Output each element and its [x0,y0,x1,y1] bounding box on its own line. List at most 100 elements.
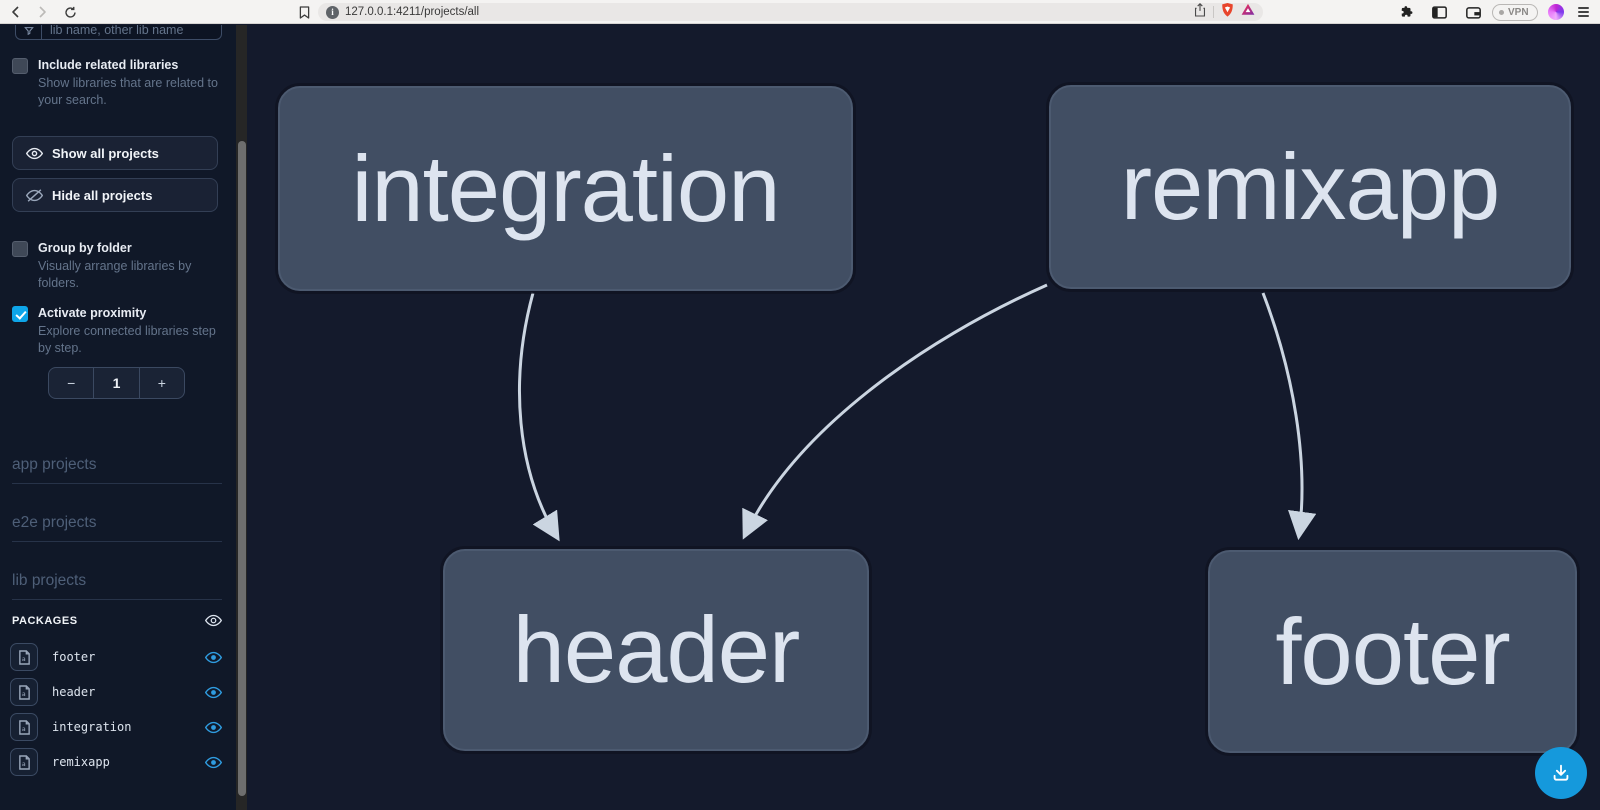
forward-icon [34,4,50,20]
package-row-remixapp: a remixapp [10,748,222,776]
edge-remixapp-header [742,283,1048,540]
site-info-icon[interactable]: i [326,5,339,19]
toggle-all-packages-eye-icon[interactable] [205,614,222,627]
brave-shield-icon[interactable] [1221,2,1234,22]
visibility-eye-icon[interactable] [205,721,222,734]
profile-swirl-icon [1548,4,1564,20]
node-label: footer [1275,598,1510,704]
forward-button[interactable] [34,0,50,24]
browser-toolbar: i 127.0.0.1:4211/projects/all [0,0,1600,24]
share-icon[interactable] [1194,2,1206,22]
option-label: Activate proximity [38,306,147,320]
url-bar[interactable]: i 127.0.0.1:4211/projects/all [318,2,1263,22]
option-label: Include related libraries [38,58,179,72]
hide-all-projects-button[interactable]: Hide all projects [12,178,218,212]
svg-text:a: a [21,655,25,663]
option-description: Explore connected libraries step by step… [38,324,216,355]
side-panel-icon [1432,5,1447,19]
show-all-projects-button[interactable]: Show all projects [12,136,218,170]
package-name[interactable]: footer [52,650,96,664]
puzzle-icon [1401,6,1413,17]
focus-project-button[interactable]: a [10,748,38,776]
package-row-footer: a footer [10,643,222,671]
document-icon: a [18,684,30,700]
sidebar-toggle-button[interactable] [1432,0,1447,24]
edge-integration-header [518,292,560,542]
activate-proximity-option[interactable]: Activate proximity Explore connected lib… [12,305,222,356]
node-label: remixapp [1120,134,1501,239]
menu-button[interactable] [1578,0,1589,24]
package-row-header: a header [10,678,222,706]
project-graph-canvas[interactable]: integration remixapp header footer [247,25,1600,810]
group-by-folder-checkbox[interactable] [12,241,28,257]
library-search[interactable] [15,25,222,40]
counter-value: 1 [93,368,138,398]
node-footer[interactable]: footer [1208,550,1577,753]
visibility-eye-icon[interactable] [205,686,222,699]
extensions-button[interactable] [1400,0,1414,24]
bookmark-icon [296,4,312,20]
download-icon [1553,764,1569,781]
bookmark-button[interactable] [296,0,312,24]
scrollbar-thumb[interactable] [237,141,246,796]
option-label: Group by folder [38,241,132,255]
focus-project-button[interactable]: a [10,713,38,741]
section-lib-projects[interactable]: lib projects [12,572,222,600]
reload-button[interactable] [62,0,78,24]
package-name[interactable]: header [52,685,96,699]
svg-text:a: a [21,690,25,698]
packages-header: PACKAGES [12,614,222,627]
increment-button[interactable]: + [138,368,184,398]
reload-icon [62,4,78,20]
sidebar: Include related libraries Show libraries… [0,25,236,810]
visibility-eye-icon[interactable] [205,651,222,664]
focus-project-button[interactable]: a [10,678,38,706]
section-app-projects[interactable]: app projects [12,456,222,484]
vpn-label: VPN [1508,6,1529,18]
option-description: Show libraries that are related to your … [38,76,218,107]
packages-title: PACKAGES [12,614,78,627]
node-remixapp[interactable]: remixapp [1049,85,1571,289]
back-button[interactable] [8,0,24,24]
package-name[interactable]: integration [52,720,132,734]
sidebar-scrollbar[interactable] [236,25,247,810]
option-description: Visually arrange libraries by folders. [38,259,192,290]
profile-avatar[interactable] [1548,0,1564,24]
node-label: integration [351,135,781,241]
url-text: 127.0.0.1:4211/projects/all [345,6,480,18]
button-label: Show all projects [52,145,159,161]
eye-off-icon [26,188,43,202]
include-related-option[interactable]: Include related libraries Show libraries… [12,57,222,108]
include-related-checkbox[interactable] [12,58,28,74]
graph-edges [518,283,1317,542]
node-label: header [512,597,801,702]
proximity-counter: − 1 + [48,367,185,399]
package-name[interactable]: remixapp [52,755,110,769]
svg-text:a: a [21,760,25,768]
back-icon [8,4,24,20]
node-integration[interactable]: integration [278,86,853,291]
filter-icon [16,25,42,39]
document-icon: a [18,754,30,770]
section-e2e-projects[interactable]: e2e projects [12,514,222,542]
brave-rewards-icon[interactable] [1241,3,1255,21]
document-icon: a [18,649,30,665]
focus-project-button[interactable]: a [10,643,38,671]
button-label: Hide all projects [52,187,153,203]
download-graph-button[interactable] [1535,747,1587,799]
search-input[interactable] [42,25,212,37]
node-header[interactable]: header [443,549,869,751]
hamburger-icon [1578,6,1589,18]
eye-icon [26,147,43,159]
activate-proximity-checkbox[interactable] [12,306,28,322]
decrement-button[interactable]: − [67,375,76,391]
edge-remixapp-footer [1261,292,1317,541]
wallet-button[interactable] [1466,0,1481,24]
group-by-folder-option[interactable]: Group by folder Visually arrange librari… [12,240,222,291]
vpn-badge[interactable]: VPN [1492,0,1538,24]
divider [1213,6,1214,18]
vpn-dot [1499,9,1504,15]
visibility-eye-icon[interactable] [205,756,222,769]
svg-text:a: a [21,725,25,733]
wallet-icon [1466,6,1481,19]
